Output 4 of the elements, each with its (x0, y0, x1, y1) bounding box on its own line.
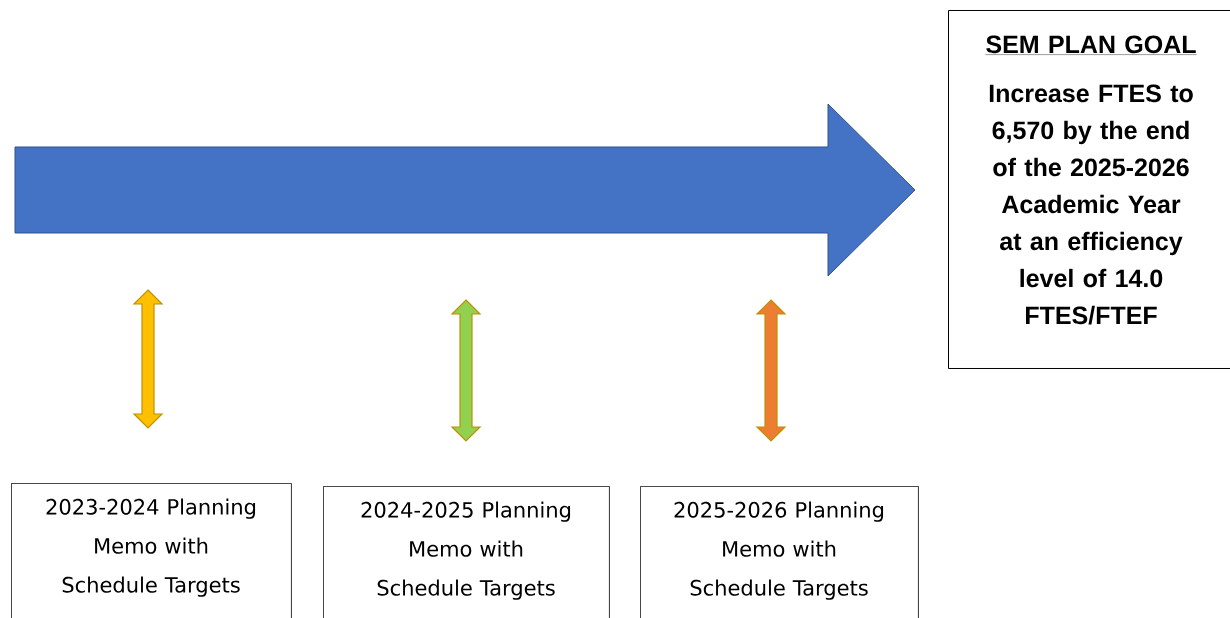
memo-box: 2023-2024 Planning Memo with Schedule Targets (11, 483, 292, 618)
memo-box: 2025-2026 Planning Memo with Schedule Targets (640, 486, 919, 618)
memo-box: 2024-2025 Planning Memo with Schedule Targets (323, 486, 610, 618)
goal-box: SEM PLAN GOAL Increase FTES to 6,570 by the end of the 2025-2026 Academic Year at an efficiency level of 14.0 FTES/FTEF (948, 10, 1230, 369)
